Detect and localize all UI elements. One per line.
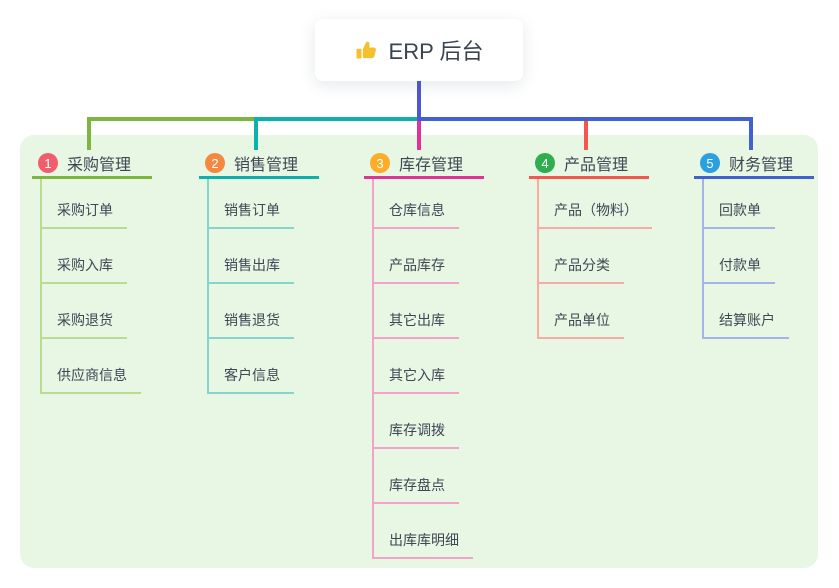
- branch-label: 库存管理: [399, 157, 464, 174]
- branch-spine-line: [207, 177, 209, 394]
- branch-node-5[interactable]: 5 财务管理: [694, 150, 814, 179]
- branch-node-4[interactable]: 4 产品管理: [529, 150, 649, 179]
- connector-bus-right: [417, 117, 753, 121]
- thumbs-up-icon: [355, 39, 378, 62]
- mindmap-panel: [20, 135, 818, 568]
- connector-bus-left-inner: [254, 117, 419, 121]
- branch-node-3[interactable]: 3 库存管理: [364, 150, 484, 179]
- connector-bus-left-outer: [87, 117, 258, 121]
- child-node[interactable]: 销售出库: [207, 255, 294, 284]
- branch-node-2[interactable]: 2 销售管理: [199, 150, 319, 179]
- child-node[interactable]: 产品库存: [372, 255, 459, 284]
- child-node[interactable]: 销售退货: [207, 310, 294, 339]
- branch-number-badge: 3: [370, 153, 390, 173]
- child-node[interactable]: 其它出库: [372, 310, 459, 339]
- root-node[interactable]: ERP 后台: [315, 19, 523, 81]
- connector-drop-1: [87, 117, 91, 150]
- branch-label: 销售管理: [234, 157, 299, 174]
- child-node[interactable]: 供应商信息: [40, 365, 141, 394]
- connector-drop-3: [417, 117, 421, 150]
- branch-spine-line: [372, 177, 374, 559]
- child-node[interactable]: 采购退货: [40, 310, 127, 339]
- branch-spine-line: [702, 177, 704, 339]
- branch-number-badge: 2: [205, 153, 225, 173]
- child-node[interactable]: 其它入库: [372, 365, 459, 394]
- connector-drop-2: [254, 117, 258, 150]
- child-node[interactable]: 销售订单: [207, 200, 294, 229]
- branch-node-1[interactable]: 1 采购管理: [32, 150, 152, 179]
- branch-number-badge: 1: [38, 153, 58, 173]
- branch-number-badge: 4: [535, 153, 555, 173]
- child-node[interactable]: 付款单: [702, 255, 775, 284]
- child-node[interactable]: 出库库明细: [372, 530, 473, 559]
- branch-spine-line: [537, 177, 539, 339]
- child-node[interactable]: 产品（物料）: [537, 200, 652, 229]
- branch-number-badge: 5: [700, 153, 720, 173]
- child-node[interactable]: 库存盘点: [372, 475, 459, 504]
- child-node[interactable]: 库存调拨: [372, 420, 459, 449]
- connector-drop-5: [749, 117, 753, 150]
- child-node[interactable]: 回款单: [702, 200, 775, 229]
- child-node[interactable]: 结算账户: [702, 310, 789, 339]
- child-node[interactable]: 采购订单: [40, 200, 127, 229]
- child-node[interactable]: 仓库信息: [372, 200, 459, 229]
- root-node-label: ERP 后台: [388, 39, 484, 64]
- child-node[interactable]: 客户信息: [207, 365, 294, 394]
- branch-label: 产品管理: [564, 157, 629, 174]
- connector-root-stem: [417, 81, 421, 121]
- branch-spine-line: [40, 177, 42, 394]
- child-node[interactable]: 产品分类: [537, 255, 624, 284]
- child-node[interactable]: 产品单位: [537, 310, 624, 339]
- branch-label: 采购管理: [67, 157, 132, 174]
- connector-drop-4: [584, 117, 588, 150]
- branch-label: 财务管理: [729, 157, 794, 174]
- child-node[interactable]: 采购入库: [40, 255, 127, 284]
